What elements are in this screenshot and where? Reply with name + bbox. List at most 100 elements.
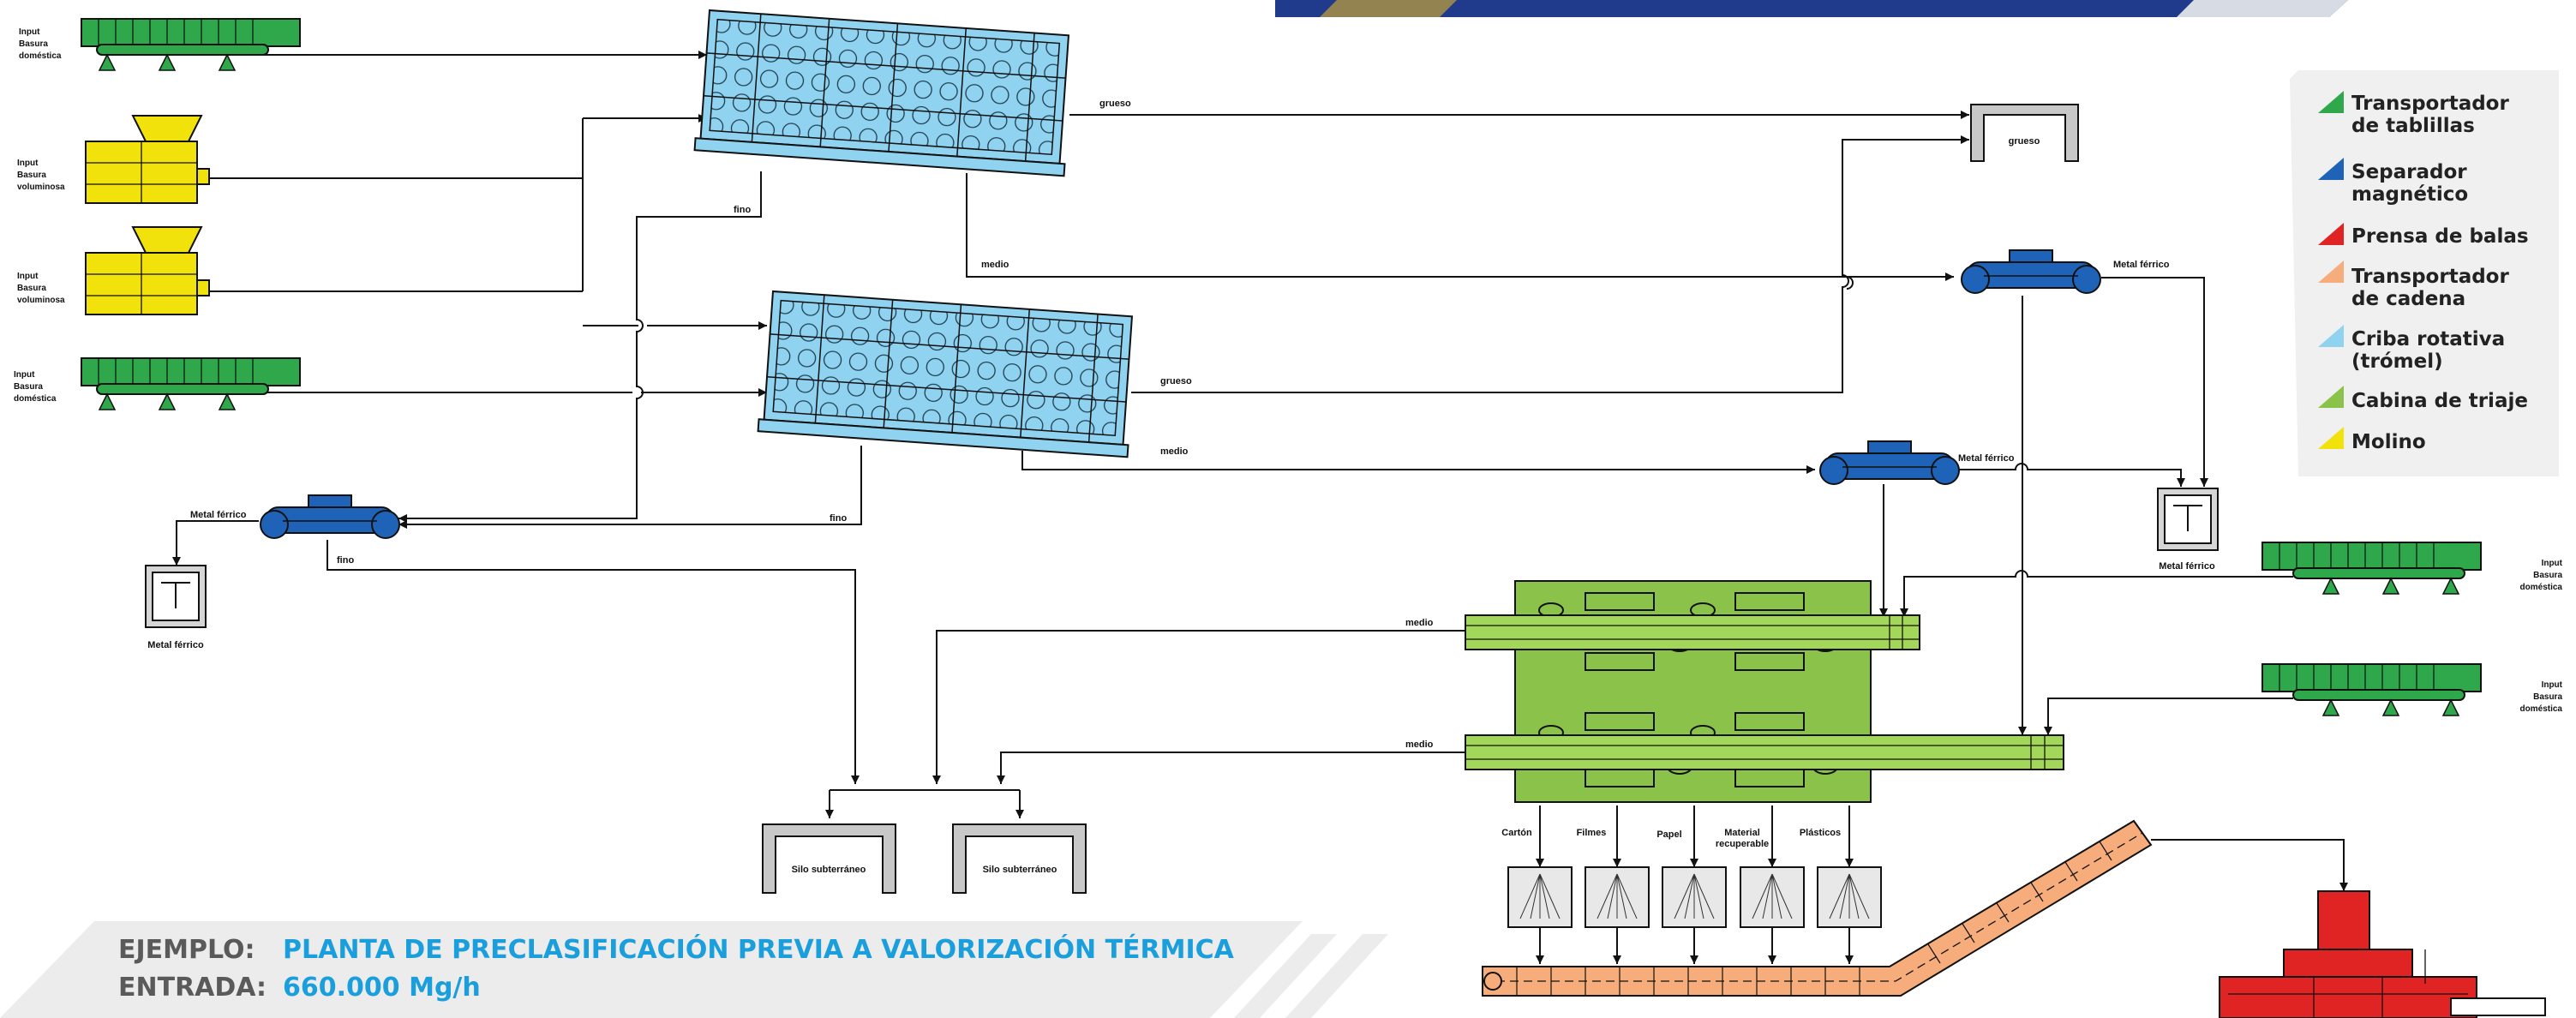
svg-text:Cabina de triaje: Cabina de triaje bbox=[2351, 390, 2528, 412]
svg-text:Basura: Basura bbox=[14, 382, 43, 392]
flow-label-medio-2: medio bbox=[1160, 446, 1189, 457]
svg-text:magnético: magnético bbox=[2351, 183, 2468, 206]
legend-swatch-orange bbox=[2318, 260, 2344, 283]
svg-text:doméstica: doméstica bbox=[19, 51, 62, 61]
footer-entrada-label: ENTRADA: bbox=[118, 973, 267, 1003]
header-photo bbox=[1275, 0, 2348, 17]
output-label-material-recuperable-1: Material bbox=[1724, 828, 1760, 838]
container-label-metal-ferrico-right: Metal férrico bbox=[2159, 561, 2215, 572]
container-label-grueso: grueso bbox=[2009, 136, 2040, 147]
svg-text:Input: Input bbox=[14, 370, 35, 380]
slat-conveyor-right-1 bbox=[2261, 542, 2482, 595]
svg-text:Basura: Basura bbox=[2533, 692, 2562, 702]
svg-text:Basura: Basura bbox=[19, 39, 48, 49]
legend-swatch-green bbox=[2318, 91, 2344, 113]
footer-banner: EJEMPLO: PLANTA DE PRECLASIFICACIÓN PREV… bbox=[0, 921, 1388, 1018]
legend-item-prensa-balas: Prensa de balas bbox=[2318, 223, 2529, 248]
trommel-1 bbox=[693, 9, 1070, 177]
metal-ferrico-bin-left bbox=[145, 565, 207, 628]
flow-label-metal-ferrico-3: Metal férrico bbox=[1958, 453, 2015, 464]
flow-label-fino-3: fino bbox=[337, 555, 354, 566]
svg-text:voluminosa: voluminosa bbox=[17, 183, 65, 192]
legend-swatch-lightgreen bbox=[2318, 386, 2344, 408]
legend-item-transportador-cadena: Transportador de cadena bbox=[2318, 260, 2509, 310]
svg-text:Basura: Basura bbox=[17, 284, 46, 293]
metal-ferrico-bin-right bbox=[2157, 488, 2219, 551]
container-label-silo-1: Silo subterráneo bbox=[792, 865, 866, 875]
svg-text:Input: Input bbox=[2542, 680, 2563, 690]
svg-text:Prensa de balas: Prensa de balas bbox=[2351, 225, 2529, 248]
output-label-papel: Papel bbox=[1656, 829, 1681, 840]
svg-text:Separador: Separador bbox=[2351, 161, 2467, 183]
legend-swatch-lightblue bbox=[2318, 325, 2344, 347]
svg-text:Input: Input bbox=[19, 27, 40, 37]
container-label-metal-ferrico-left: Metal férrico bbox=[147, 640, 204, 650]
legend-item-molino: Molino bbox=[2318, 427, 2426, 453]
svg-text:Input: Input bbox=[17, 272, 39, 281]
svg-text:doméstica: doméstica bbox=[2520, 583, 2563, 592]
legend-item-cabina-triaje: Cabina de triaje bbox=[2318, 386, 2528, 412]
output-label-material-recuperable-2: recuperable bbox=[1716, 839, 1769, 849]
svg-text:Transportador: Transportador bbox=[2351, 266, 2509, 288]
flow-label-metal-ferrico-1: Metal férrico bbox=[190, 510, 247, 520]
silo-2 bbox=[952, 823, 1087, 894]
legend-item-transportador-tablillas: Transportador de tablillas bbox=[2318, 91, 2509, 137]
legend-swatch-blue bbox=[2318, 158, 2344, 180]
svg-text:de tablillas: de tablillas bbox=[2351, 115, 2475, 137]
flow-label-metal-ferrico-2: Metal férrico bbox=[2113, 260, 2170, 270]
flow-label-medio-1: medio bbox=[981, 260, 1009, 270]
magnetic-separator-middle-right bbox=[1819, 440, 1960, 485]
svg-text:(trómel): (trómel) bbox=[2351, 350, 2443, 373]
container-label-silo-2: Silo subterráneo bbox=[983, 865, 1057, 875]
slat-conveyor-right-2 bbox=[2261, 663, 2482, 716]
legend-swatch-yellow bbox=[2318, 427, 2344, 449]
svg-text:Criba rotativa: Criba rotativa bbox=[2351, 328, 2505, 350]
legend: Transportador de tablillas Separador mag… bbox=[2290, 70, 2559, 476]
grueso-bin bbox=[1970, 104, 2079, 162]
svg-text:Transportador: Transportador bbox=[2351, 93, 2509, 115]
mill-1 bbox=[85, 115, 210, 204]
flow-label-medio-4: medio bbox=[1405, 740, 1434, 750]
output-label-filmes: Filmes bbox=[1577, 828, 1607, 838]
baling-press bbox=[2219, 890, 2546, 1018]
mill-2 bbox=[85, 226, 210, 315]
flow-label-fino-2: fino bbox=[830, 513, 847, 524]
svg-text:Molino: Molino bbox=[2351, 431, 2426, 453]
slat-conveyor-left-2 bbox=[81, 357, 301, 410]
svg-text:de cadena: de cadena bbox=[2351, 288, 2465, 310]
input-label-voluminosa-2: Input Basura voluminosa bbox=[17, 272, 65, 305]
chain-conveyor bbox=[1482, 819, 2153, 997]
input-label-domestica-2: Input Basura doméstica bbox=[14, 370, 57, 404]
legend-item-criba-rotativa: Criba rotativa (trómel) bbox=[2318, 325, 2505, 373]
svg-text:voluminosa: voluminosa bbox=[17, 296, 65, 305]
output-bins bbox=[1507, 866, 1882, 928]
flow-label-grueso-2: grueso bbox=[1160, 376, 1192, 386]
silo-1 bbox=[762, 823, 896, 894]
svg-text:Input: Input bbox=[2542, 559, 2563, 568]
slat-conveyor-left-1 bbox=[81, 18, 301, 71]
input-label-domestica-right-2: Input Basura doméstica bbox=[2520, 680, 2563, 714]
footer-ejemplo-value: PLANTA DE PRECLASIFICACIÓN PREVIA A VALO… bbox=[283, 933, 1235, 965]
input-label-domestica-right-1: Input Basura doméstica bbox=[2520, 559, 2563, 592]
svg-text:doméstica: doméstica bbox=[14, 394, 57, 404]
output-label-plasticos: Plásticos bbox=[1800, 828, 1841, 838]
legend-swatch-red bbox=[2318, 223, 2344, 245]
svg-text:Basura: Basura bbox=[2533, 571, 2562, 580]
footer-entrada-value: 660.000 Mg/h bbox=[283, 973, 481, 1003]
input-label-domestica-1: Input Basura doméstica bbox=[19, 27, 62, 61]
svg-text:Basura: Basura bbox=[17, 171, 46, 180]
footer-ejemplo-label: EJEMPLO: bbox=[118, 935, 255, 965]
svg-text:doméstica: doméstica bbox=[2520, 704, 2563, 714]
output-label-carton: Cartón bbox=[1501, 828, 1532, 838]
magnetic-separator-top-right bbox=[1961, 249, 2101, 294]
svg-text:Input: Input bbox=[17, 159, 39, 168]
flow-lines bbox=[172, 51, 2348, 964]
magnetic-separator-left bbox=[260, 494, 400, 539]
legend-item-separador-magnetico: Separador magnético bbox=[2318, 158, 2468, 206]
trommel-2 bbox=[757, 290, 1134, 458]
flow-label-medio-3: medio bbox=[1405, 618, 1434, 628]
flow-label-fino-1: fino bbox=[734, 205, 751, 215]
input-label-voluminosa-1: Input Basura voluminosa bbox=[17, 159, 65, 192]
flow-label-grueso-1: grueso bbox=[1099, 99, 1131, 109]
